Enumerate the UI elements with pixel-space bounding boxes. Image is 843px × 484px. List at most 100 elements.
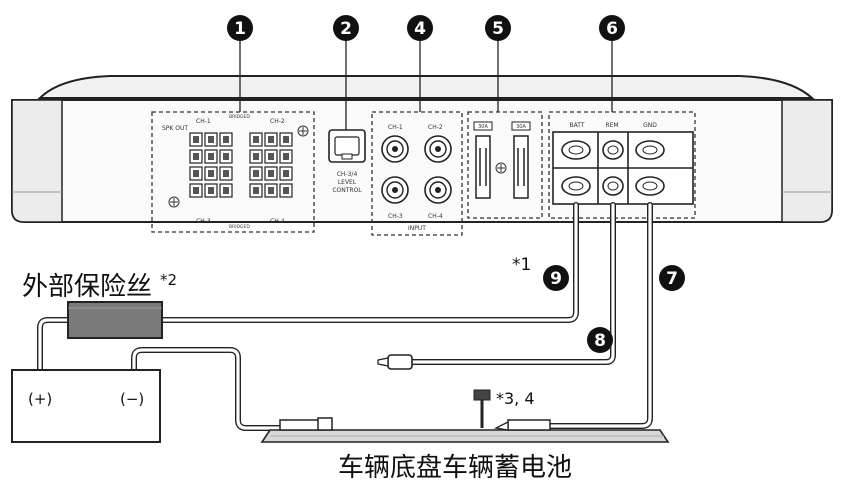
ch2-top-label: CH-2 xyxy=(270,118,285,125)
speaker-terminal-slot xyxy=(268,153,274,160)
speaker-terminal-slot xyxy=(193,153,199,160)
speaker-terminal-slot xyxy=(283,136,289,143)
callout-leaders xyxy=(239,40,613,130)
speaker-terminal-slot xyxy=(208,187,214,194)
ground-lug-icon xyxy=(493,419,551,431)
level-line2: LEVEL xyxy=(338,179,357,186)
ch4-bottom-label: CH-4 xyxy=(270,218,285,225)
level-control-panel: CH-3/4 LEVEL CONTROL xyxy=(328,129,366,194)
speaker-terminal-slot xyxy=(253,136,259,143)
battery-plus-cable xyxy=(37,317,71,373)
fuse-icon xyxy=(513,135,529,199)
speaker-out-label: SPK OUT xyxy=(162,125,188,132)
callout-circle xyxy=(587,327,613,353)
terminal-screw-icon xyxy=(602,140,624,160)
speaker-terminal-grid xyxy=(189,132,293,198)
external-fuse-label: 外部保险丝 xyxy=(22,272,152,302)
speaker-terminal-slot xyxy=(268,136,274,143)
fuse-icon xyxy=(475,135,491,199)
gnd-label: GND xyxy=(643,122,657,129)
callout-circle xyxy=(407,15,433,41)
callout-circle xyxy=(227,15,253,41)
terminal-screw-icon xyxy=(635,176,665,196)
rca-jack-icon xyxy=(381,176,409,204)
callout-circle xyxy=(659,265,685,291)
rca-input-panel: CH-1 CH-2 CH-3 CH-4 INPUT xyxy=(371,111,463,236)
speaker-terminal-slot xyxy=(283,170,289,177)
rca-jack-icon xyxy=(381,135,409,163)
note-1-label: *1 xyxy=(512,255,531,275)
external-fuse-note: *2 xyxy=(160,271,177,289)
rca-jack-icon xyxy=(424,135,452,163)
speaker-terminal-slot xyxy=(193,136,199,143)
battery-minus-label: (−) xyxy=(120,390,144,408)
callout-number: 9 xyxy=(550,269,562,289)
screw-icon xyxy=(297,125,309,137)
callout-9: 9 xyxy=(543,265,569,291)
vehicle-chassis xyxy=(260,429,670,443)
battery-plus-label: (+) xyxy=(28,390,52,408)
speaker-terminal-slot xyxy=(223,187,229,194)
speaker-terminal-slot xyxy=(268,187,274,194)
speaker-terminal-panel: SPK OUT CH-1 CH-2 BRIDGED CH-3 CH-4 BRID… xyxy=(151,111,315,233)
callout-circle xyxy=(485,15,511,41)
speaker-terminal-slot xyxy=(193,170,199,177)
callout-number: 7 xyxy=(666,269,678,289)
batt-label: BATT xyxy=(570,122,585,129)
callout-1: 1 xyxy=(227,15,253,41)
ch1-top-label: CH-1 xyxy=(196,118,211,125)
terminal-screw-icon xyxy=(561,140,591,160)
input-label: INPUT xyxy=(408,225,426,232)
ground-lug-icon xyxy=(279,417,333,431)
callout-circle xyxy=(333,15,359,41)
speaker-terminal-slot xyxy=(268,170,274,177)
speaker-terminal-slot xyxy=(223,170,229,177)
chassis-battery-label: 车辆底盘车辆蓄电池 xyxy=(338,453,572,483)
screw-icon xyxy=(168,196,180,208)
callout-5: 5 xyxy=(485,15,511,41)
vehicle-battery-icon xyxy=(11,369,161,443)
fuse-panel: 30A 30A xyxy=(467,111,543,219)
remote-connector-icon xyxy=(377,354,413,370)
bridged-top-label: BRIDGED xyxy=(229,114,250,120)
ground-cable xyxy=(517,202,653,429)
callout-group: 1 2 4 5 6 9 8 7 xyxy=(227,15,685,353)
callout-number: 5 xyxy=(492,19,504,39)
callout-number: 1 xyxy=(234,19,246,39)
fuse-a-label: 30A xyxy=(478,124,488,130)
level-line3: CONTROL xyxy=(332,187,362,194)
input-ch4-label: CH-4 xyxy=(428,213,443,220)
bridged-bottom-label: BRIDGED xyxy=(229,224,250,230)
callout-4: 4 xyxy=(407,15,433,41)
speaker-terminal-slot xyxy=(283,153,289,160)
speaker-terminal-slot xyxy=(208,153,214,160)
cables xyxy=(37,202,653,431)
terminal-screw-icon xyxy=(635,140,665,160)
screw-icon xyxy=(495,162,507,174)
callout-number: 8 xyxy=(594,331,606,351)
callout-circle xyxy=(543,265,569,291)
terminal-screw-icon xyxy=(561,176,591,196)
speaker-terminal-slot xyxy=(253,170,259,177)
external-fuse-icon xyxy=(67,301,163,339)
remote-cable xyxy=(407,202,616,365)
fuse-b-label: 30A xyxy=(516,124,526,130)
callout-number: 2 xyxy=(340,19,352,39)
callout-number: 4 xyxy=(414,19,426,39)
speaker-terminal-slot xyxy=(193,187,199,194)
speaker-terminal-slot xyxy=(223,153,229,160)
input-ch2-label: CH-2 xyxy=(428,124,443,131)
callout-6: 6 xyxy=(599,15,625,41)
note-34-label: *3, 4 xyxy=(496,389,535,408)
callout-circle xyxy=(599,15,625,41)
callout-2: 2 xyxy=(333,15,359,41)
speaker-terminal-slot xyxy=(253,187,259,194)
input-ch3-label: CH-3 xyxy=(388,213,403,220)
input-ch1-label: CH-1 xyxy=(388,124,403,131)
speaker-terminal-slot xyxy=(223,136,229,143)
speaker-terminal-slot xyxy=(208,170,214,177)
callout-7: 7 xyxy=(659,265,685,291)
speaker-terminal-slot xyxy=(253,153,259,160)
